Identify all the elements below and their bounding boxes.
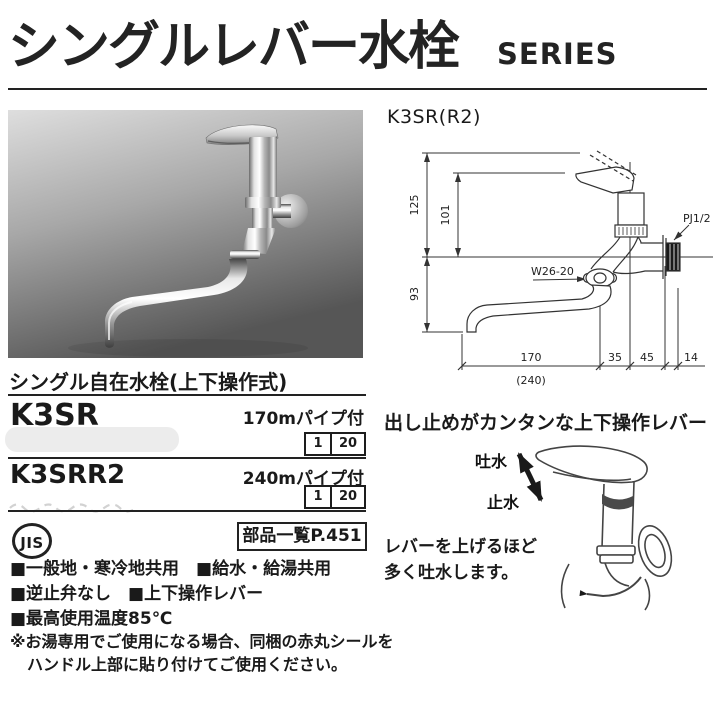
label-pj12: PJ1/2 [683,212,711,225]
spout-pipe [105,259,248,348]
dim-14: 14 [684,351,698,364]
photo-caption: シングル自在水栓(上下操作式) [9,370,288,394]
erased-text-remnant [9,503,137,513]
series-label: SERIES [497,37,618,71]
diagram-wall-thread [665,242,681,272]
sketch-wall-flange [637,525,673,577]
diagram-body [617,192,645,226]
feature-item: ■逆止弁なし ■上下操作レバー [10,584,264,604]
spout-close-label: 止水 [487,493,520,512]
diagram-lever [575,166,635,194]
dim-101: 101 [439,205,452,226]
dim-170: 170 [521,351,542,364]
pipe-note: 240mパイプ付 [242,469,364,489]
sketch-body [601,481,635,549]
dim-45: 45 [640,351,654,364]
packing-unit-box: 1 20 [304,432,366,456]
caption-divider [8,394,366,396]
feature-item: ■一般地・寒冷地共用 ■給水・給湯共用 [10,559,332,579]
faucet-elbow [242,228,276,254]
dim-35: 35 [608,351,622,364]
pipe-note: 170mパイプ付 [242,409,364,429]
lever-desc-line: 多く吐水します。 [384,563,519,583]
lever-description: レバーを上げるほど 多く吐水します。 [384,534,537,586]
photo-background [8,110,363,358]
dim-240: (240) [516,374,546,387]
label-w26-20: W26-20 [531,265,574,278]
title-divider [8,88,707,90]
model-code: K3SRR2 [10,460,126,490]
spout-open-label: 吐水 [475,452,508,471]
diagram-spout-nut [585,268,615,288]
usage-note: ※お湯専用でご使用になる場合、同梱の赤丸シールを ハンドル上部に貼り付けてご使用… [10,630,394,676]
case-count: 20 [338,436,358,451]
dim-93: 93 [408,287,421,301]
page-title: シングルレバー水栓 [8,17,460,77]
parts-ref-box: 部品一覧P.451 [237,522,367,551]
dimension-diagram: 125 101 93 170 35 45 14 (240) W26-20 PJ1… [408,150,713,387]
spout-nut [230,250,260,259]
row-divider [8,510,366,512]
lever-desc-line: レバーを上げるほど [384,537,537,557]
lever-feature-heading: 出し止めがカンタンな上下操作レバー [384,412,708,434]
diagram-model-label: K3SR(R2) [387,106,481,128]
case-count: 20 [338,489,358,504]
whiteout-blob [5,427,179,452]
lever-illustration: 吐水 止水 [475,445,673,611]
faucet-body [249,137,277,198]
sketch-lever-blade [535,445,648,484]
up-down-arrow [516,452,544,502]
product-photo [8,110,363,358]
feature-list: ■一般地・寒冷地共用 ■給水・給湯共用 ■逆止弁なし ■上下操作レバー ■最高使… [10,557,331,632]
note-line: ハンドル上部に貼り付けてご使用ください。 [27,655,348,674]
carton-count: 1 [306,487,332,507]
row-divider [8,457,366,459]
feature-item: ■最高使用温度85℃ [10,609,173,629]
carton-count: 1 [306,434,332,454]
diagram-spout [466,284,612,333]
packing-unit-box: 1 20 [304,485,366,509]
jis-mark: JIS [12,523,52,559]
faucet-photo-illustration [8,110,363,358]
note-line: ※お湯専用でご使用になる場合、同梱の赤丸シールを [10,632,394,651]
dim-125: 125 [408,195,421,216]
